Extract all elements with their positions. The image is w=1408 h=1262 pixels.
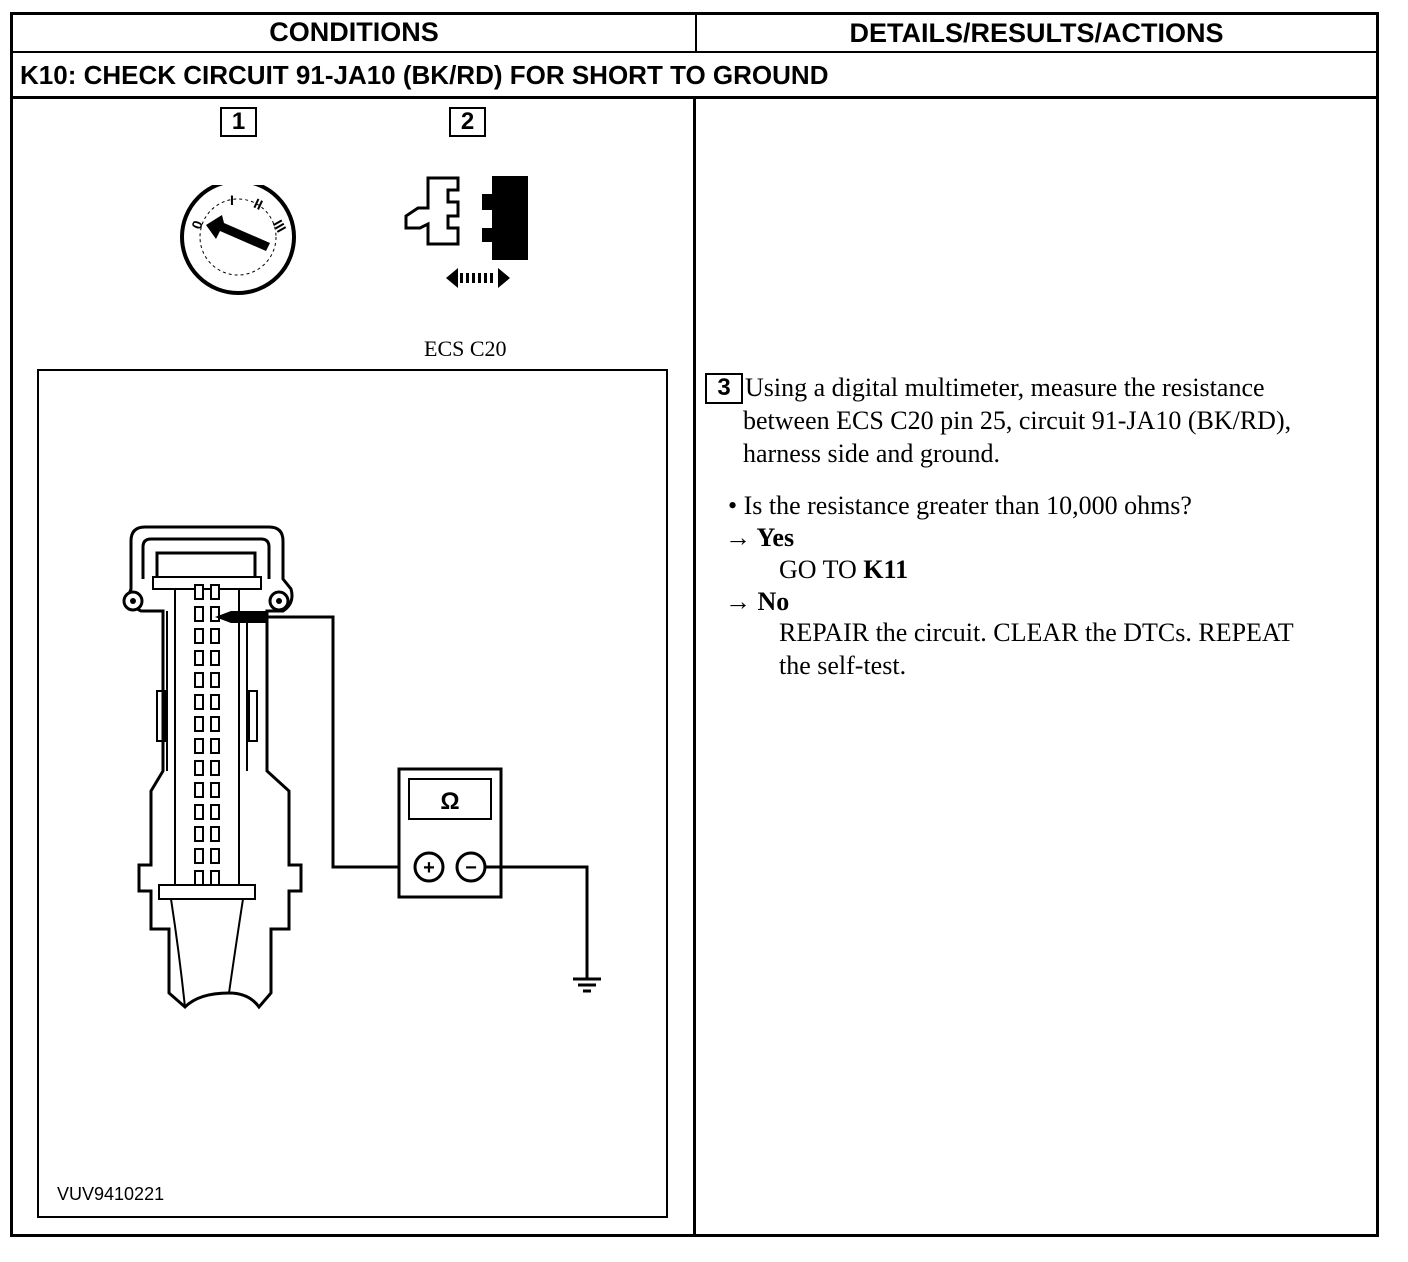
multimeter-negative-label: − xyxy=(465,857,477,879)
step-1-box: 1 xyxy=(220,107,257,137)
ignition-position-1: I xyxy=(230,192,234,208)
yes-action-target: K11 xyxy=(863,555,909,584)
details-header: DETAILS/RESULTS/ACTIONS xyxy=(849,18,1224,48)
step-2-number: 2 xyxy=(449,107,486,137)
no-label: → No xyxy=(725,587,790,616)
step-3-number: 3 xyxy=(705,373,743,404)
yes-label: → Yes xyxy=(725,523,795,552)
ignition-position-3: III xyxy=(270,217,290,235)
no-action-line-2: the self-test. xyxy=(779,651,907,680)
step-3-box: 3 xyxy=(705,373,743,404)
wiring-diagram: Ω + − xyxy=(122,525,601,1010)
no-action-line-1: REPAIR the circuit. CLEAR the DTCs. REPE… xyxy=(779,618,1294,647)
header-divider xyxy=(10,51,1379,53)
disconnect-connector-icon xyxy=(404,176,528,288)
table-border-left xyxy=(10,12,13,1237)
multimeter-positive-jack xyxy=(413,851,445,883)
ignition-position-0: 0 xyxy=(188,218,206,231)
ignition-position-2: II xyxy=(251,195,265,213)
ground-icon xyxy=(573,977,601,993)
connector-pin-cavities xyxy=(194,584,220,886)
meter-probe-tip xyxy=(215,611,267,623)
multimeter-ohm-symbol: Ω xyxy=(440,788,459,815)
instruction-line-3: harness side and ground. xyxy=(743,439,1001,468)
instruction-line-2: between ECS C20 pin 25, circuit 91-JA10 … xyxy=(743,406,1292,435)
step-1-number: 1 xyxy=(220,107,257,137)
positive-test-lead xyxy=(267,615,413,869)
multimeter-display xyxy=(408,778,492,820)
yes-action-prefix: GO TO xyxy=(779,555,864,584)
multimeter-positive-label: + xyxy=(423,857,435,879)
header-column-divider xyxy=(695,12,697,53)
conditions-header: CONDITIONS xyxy=(269,17,439,47)
step-2-box: 2 xyxy=(449,107,486,137)
negative-test-lead xyxy=(485,865,589,979)
instruction-line-1: Using a digital multimeter, measure the … xyxy=(745,373,1265,402)
yes-action: GO TO K11 xyxy=(779,554,908,586)
table-border-right xyxy=(1376,12,1379,1237)
wiring-diagram-frame xyxy=(37,369,668,1218)
table-border-top xyxy=(10,12,1379,15)
figure-id: VUV9410221 xyxy=(57,1184,165,1204)
ignition-switch-icon: 0 I II III xyxy=(180,185,296,295)
connector-label: ECS C20 xyxy=(424,336,507,361)
step-title: K10: CHECK CIRCUIT 91-JA10 (BK/RD) FOR S… xyxy=(20,60,829,90)
body-column-divider xyxy=(693,96,696,1237)
resistance-question: • Is the resistance greater than 10,000 … xyxy=(728,491,1192,520)
